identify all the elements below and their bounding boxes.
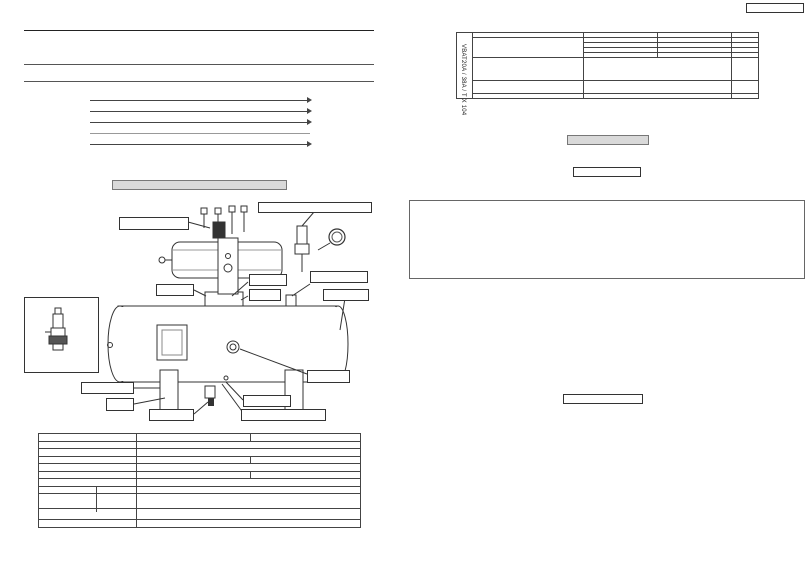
- callout-label: [106, 398, 134, 411]
- table-row: [457, 37, 759, 58]
- section-band-right: [567, 135, 649, 145]
- arrow-row: [90, 133, 310, 134]
- table-row: [38, 519, 361, 528]
- table-row: [38, 455, 361, 464]
- safety-valve-icon: [45, 307, 68, 351]
- model-spec-table: [456, 32, 759, 99]
- table-row: [38, 485, 361, 494]
- table-row: [38, 433, 361, 442]
- callout-label: [81, 382, 134, 394]
- table-row: [457, 93, 759, 99]
- table-row: [38, 463, 361, 472]
- page-number-box: [746, 3, 804, 13]
- callout-label: [249, 289, 281, 301]
- table-row: [38, 448, 361, 457]
- heading-rule-bottom: [24, 81, 374, 82]
- pressure-gauge-icon: [317, 228, 346, 251]
- table-row: [457, 80, 759, 94]
- table-row: [38, 508, 361, 520]
- arrow-head-icon: [307, 119, 312, 125]
- spec-table-side-label: VBAT20A / 38A / T X 104: [460, 44, 466, 116]
- booster-valve-icon: [158, 221, 283, 295]
- section-heading-box: [573, 167, 641, 177]
- arrow-row: [90, 122, 310, 123]
- arrow-row: [90, 100, 310, 101]
- spec-table: [38, 433, 361, 528]
- callout-label: [258, 202, 372, 213]
- callout-label: [249, 274, 287, 286]
- spec-table-subdivider: [96, 486, 97, 512]
- section-band: [112, 180, 287, 190]
- table-row: [38, 470, 361, 479]
- arrow-head-icon: [307, 141, 312, 147]
- callout-label: [119, 217, 189, 230]
- drain-valve-icon: [204, 375, 229, 406]
- notice-box: [409, 200, 805, 279]
- section-heading-box: [563, 394, 643, 404]
- table-row: [38, 440, 361, 449]
- callout-label: [156, 284, 194, 296]
- inset-detail-box: [24, 297, 99, 373]
- arrow-row: [90, 111, 310, 112]
- callout-label: [241, 409, 326, 421]
- heading-rule-top: [24, 30, 374, 31]
- callout-label: [307, 370, 350, 383]
- callout-label: [323, 289, 369, 301]
- callout-label: [149, 409, 194, 421]
- callout-label: [310, 271, 368, 283]
- heading-rule-middle: [24, 64, 374, 65]
- table-row: [38, 478, 361, 487]
- callout-label: [243, 395, 291, 407]
- air-tank-icon: [107, 205, 349, 415]
- arrow-head-icon: [307, 97, 312, 103]
- safety-valve-icon: [294, 225, 310, 272]
- arrow-row: [90, 144, 310, 145]
- table-row: [38, 493, 361, 509]
- arrow-head-icon: [307, 108, 312, 114]
